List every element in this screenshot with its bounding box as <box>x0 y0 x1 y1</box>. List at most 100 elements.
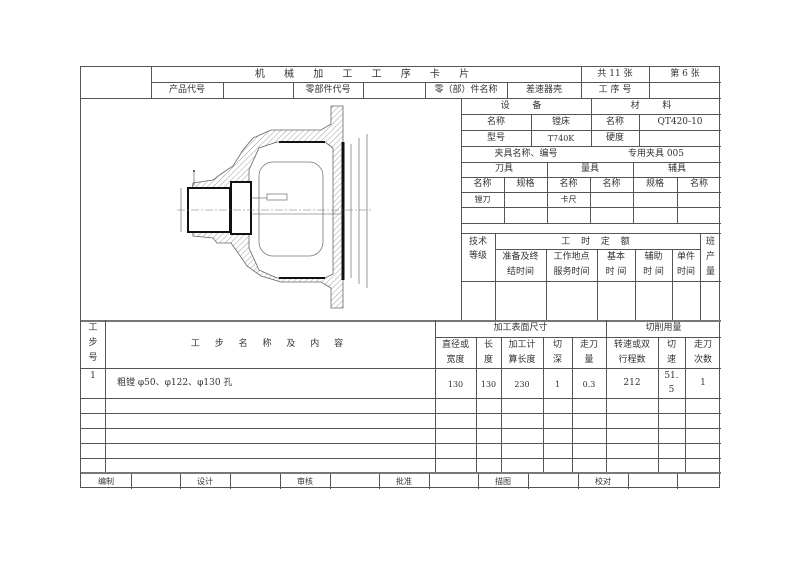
divider <box>672 249 673 320</box>
divider <box>677 177 678 224</box>
passes-label: 次数 <box>693 355 712 365</box>
step-no-label: 工 <box>88 323 98 333</box>
step-speed: 212 <box>623 378 641 388</box>
divider <box>461 281 721 282</box>
process-card: 机 械 加 工 工 序 卡 片 共 11 张 第 6 张 产品代号 零部件代号 … <box>80 66 721 489</box>
time-quota-label: 工 时 定 额 <box>561 237 634 247</box>
step-cutting-speed: 51. <box>664 371 679 381</box>
divider <box>677 474 678 489</box>
divider <box>81 428 721 429</box>
divider <box>461 223 721 224</box>
divider <box>461 130 721 131</box>
aux-time-label: 时 间 <box>643 267 664 277</box>
part-drawing <box>177 105 371 309</box>
divider <box>597 249 598 320</box>
divider <box>685 337 686 472</box>
divider <box>293 82 294 99</box>
step-no-label: 步 <box>88 338 98 348</box>
shift-output-label: 量 <box>705 267 715 277</box>
divider <box>658 337 659 472</box>
total-sheets: 共 11 张 <box>597 69 633 79</box>
sheet-number: 第 6 张 <box>670 69 700 79</box>
equipment-name-label: 名称 <box>486 117 505 127</box>
fixture-value: 专用夹具 005 <box>627 149 685 159</box>
cutting-params-label: 切削用量 <box>645 323 682 333</box>
step-calc-length: 230 <box>514 380 530 389</box>
divider <box>606 320 607 472</box>
divider <box>81 443 721 444</box>
step-depth: 1 <box>554 380 561 389</box>
prep-time-label: 准备及终 <box>502 252 539 262</box>
divider <box>478 474 479 489</box>
unit-time-label: 时间 <box>676 267 695 277</box>
divider <box>461 207 721 208</box>
step-cutting-speed: 5 <box>668 385 675 395</box>
divider <box>572 337 573 472</box>
equipment-name-value: 镗床 <box>551 117 570 127</box>
divider <box>81 320 721 322</box>
skill-level-label: 等级 <box>468 251 487 261</box>
divider <box>461 114 721 115</box>
divider <box>543 337 544 472</box>
step-no-label: 号 <box>88 353 98 363</box>
equipment-model-label: 型号 <box>486 133 505 143</box>
divider <box>633 162 634 224</box>
divider <box>591 98 592 146</box>
material-name-label: 名称 <box>605 117 624 127</box>
service-time-label: 服务时间 <box>553 267 590 277</box>
calc-length-label: 加工计 <box>508 340 536 350</box>
part-name-label: 零（部）件名称 <box>434 85 498 95</box>
surface-size-label: 加工表面尺寸 <box>493 323 548 333</box>
divider <box>461 177 721 178</box>
basic-time-label: 基本 <box>606 252 625 262</box>
part-name-value: 差速器壳 <box>525 85 562 95</box>
divider <box>105 320 106 472</box>
divider <box>501 337 502 472</box>
divider <box>461 192 721 193</box>
depth-label: 深 <box>552 355 562 365</box>
product-code-label: 产品代号 <box>168 85 205 95</box>
step-length: 130 <box>480 380 497 389</box>
divider <box>649 67 650 83</box>
divider <box>379 474 380 489</box>
divider <box>435 320 436 472</box>
divider <box>223 82 224 99</box>
divider <box>461 233 721 234</box>
part-code-label: 零部件代号 <box>305 85 351 95</box>
depth-label: 切 <box>552 340 562 350</box>
divider <box>581 67 582 99</box>
divider <box>81 98 721 99</box>
divider <box>590 177 591 224</box>
speed-label: 行程数 <box>618 355 646 365</box>
skill-level-label: 技术 <box>468 237 487 247</box>
divider <box>700 233 701 320</box>
shift-output-label: 班 <box>705 237 715 247</box>
feed-label: 量 <box>584 355 594 365</box>
tool-col-header: 名称 <box>473 179 492 189</box>
divider <box>528 474 529 489</box>
step-content: 粗镗 φ50、φ122、φ130 孔 <box>117 378 233 388</box>
divider <box>507 82 508 99</box>
divider <box>435 337 721 338</box>
hardness-label: 硬度 <box>605 133 624 143</box>
reviewed-by-label: 审核 <box>297 477 313 486</box>
checked-by-label: 校对 <box>595 477 611 486</box>
divider <box>476 337 477 472</box>
tool-col-header: 规格 <box>516 179 535 189</box>
divider <box>151 82 721 83</box>
equipment-model-value: T740K <box>547 134 575 143</box>
tool-cell: 镗刀 <box>474 195 491 204</box>
divider <box>280 474 281 489</box>
divider <box>461 98 462 320</box>
cutting-speed-label: 切 <box>666 340 676 350</box>
speed-label: 转速或双 <box>613 340 650 350</box>
divider <box>649 82 650 99</box>
cutting-speed-label: 速 <box>666 355 676 365</box>
divider <box>504 177 505 224</box>
divider <box>81 398 721 399</box>
calc-length-label: 算长度 <box>508 355 536 365</box>
service-time-label: 工作地点 <box>553 252 590 262</box>
material-section-label: 材 料 <box>630 101 682 111</box>
length-label: 长 <box>483 340 493 350</box>
feed-label: 走刀 <box>579 340 598 350</box>
